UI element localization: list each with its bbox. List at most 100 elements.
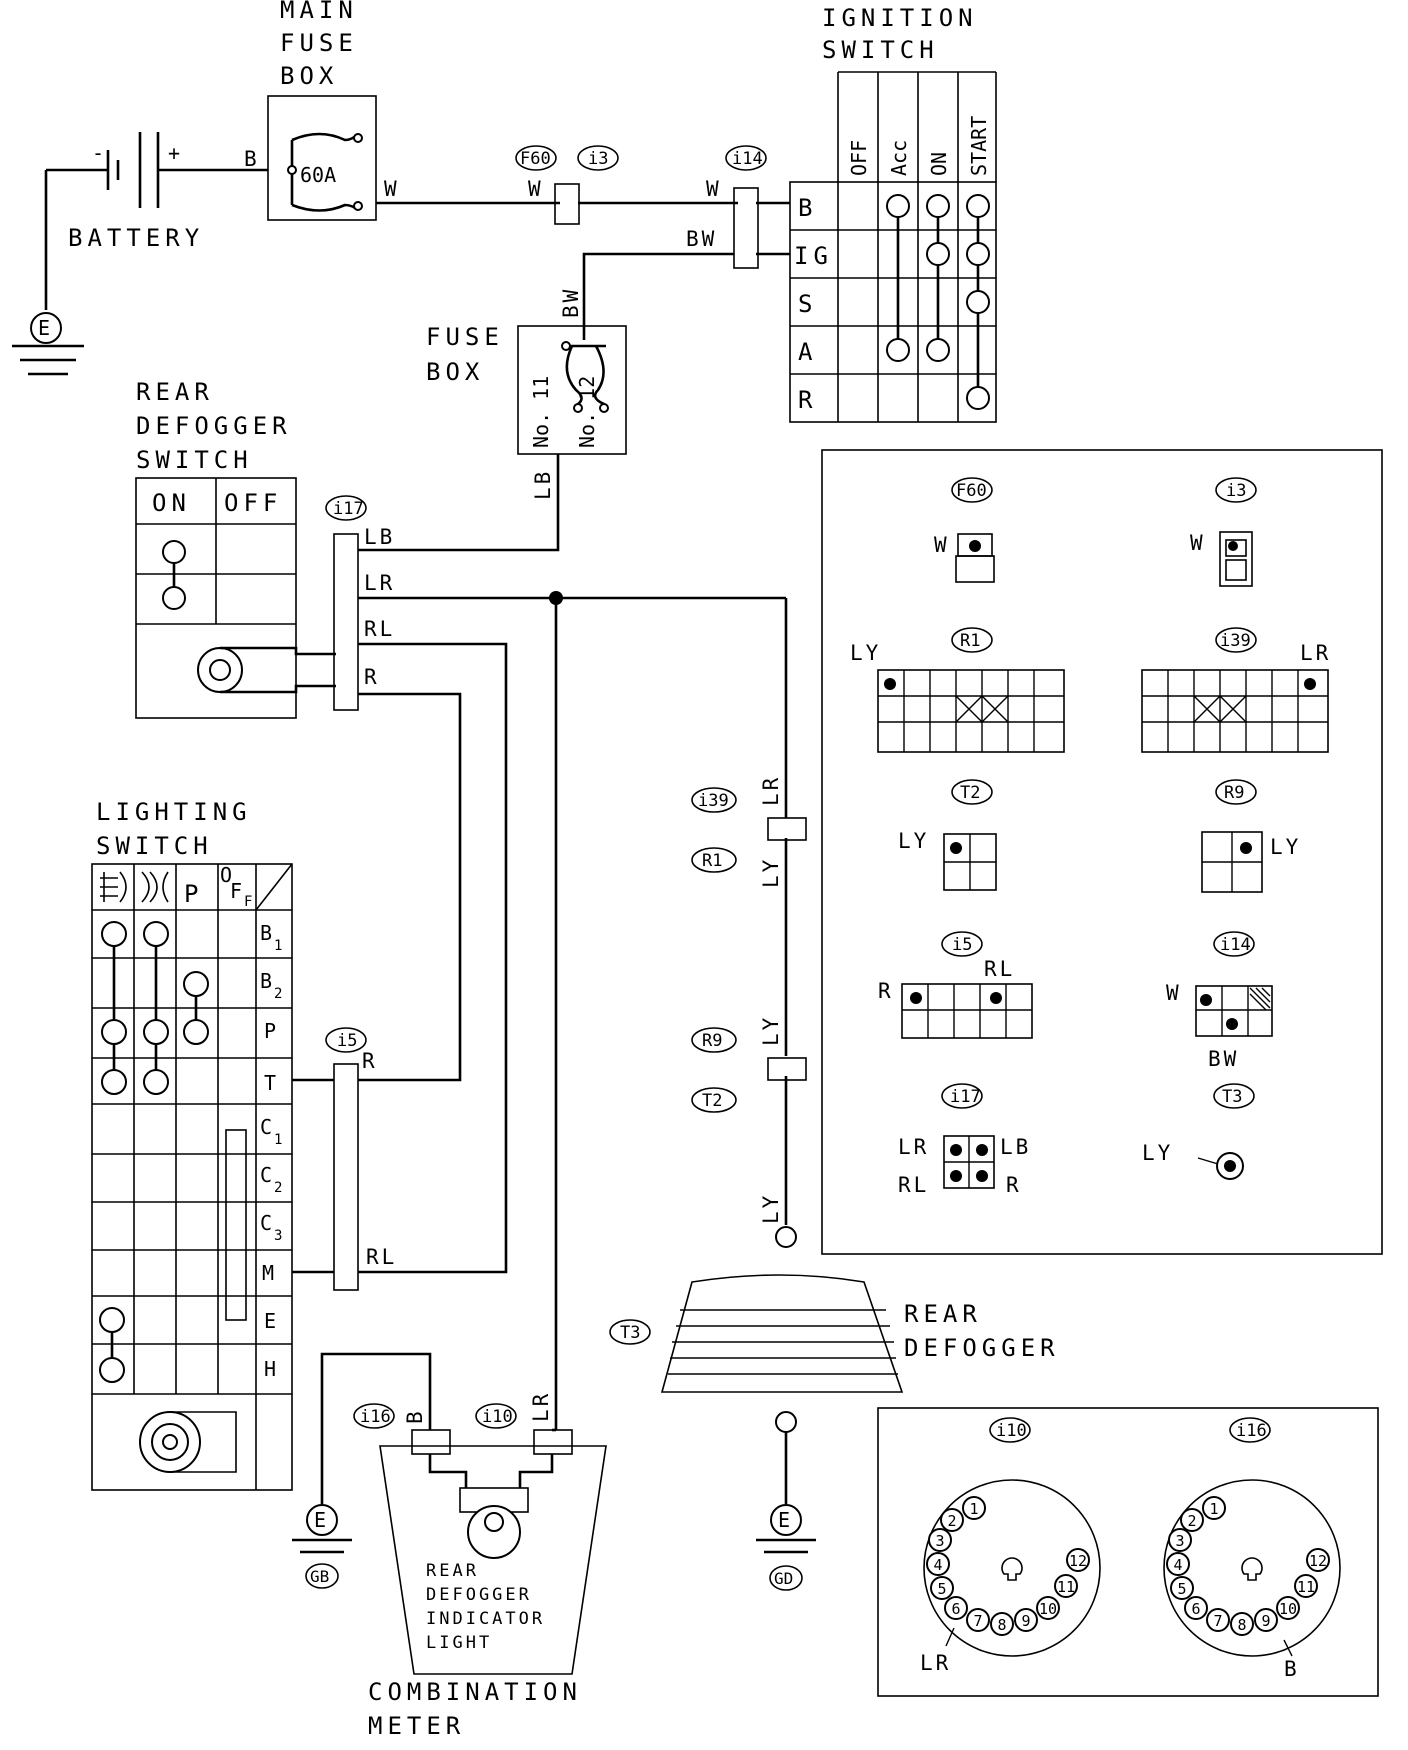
- svg-text:i5: i5: [337, 1031, 357, 1051]
- svg-text:F60: F60: [520, 149, 551, 169]
- svg-text:LY: LY: [759, 1015, 783, 1046]
- wire-lb: LB: [358, 454, 560, 552]
- i10-pin-12: [1066, 1548, 1090, 1572]
- svg-text:RL: RL: [898, 1173, 929, 1197]
- svg-text:ON: ON: [152, 489, 191, 517]
- main-fuse-rating: 60A: [300, 163, 336, 187]
- tag-r1: R1: [691, 847, 737, 873]
- battery: - + BATTERY: [44, 132, 268, 310]
- svg-text:O: O: [220, 863, 232, 887]
- svg-text:LR: LR: [898, 1135, 929, 1159]
- i10-pin-1: [962, 1496, 986, 1520]
- svg-text:T3: T3: [620, 1323, 640, 1343]
- i16-pin-label-2: 2: [1187, 1512, 1196, 1530]
- i16-pin-6: [1184, 1596, 1208, 1620]
- svg-text:i17: i17: [950, 1087, 981, 1107]
- svg-text:LR: LR: [364, 571, 395, 595]
- svg-text:H: H: [264, 1357, 276, 1381]
- svg-text:LY: LY: [1270, 835, 1301, 859]
- i16-pin-10: [1276, 1596, 1300, 1620]
- i16-pin-label-1: 1: [1209, 1500, 1218, 1518]
- svg-text:S: S: [798, 290, 817, 318]
- battery-plus: +: [168, 141, 180, 165]
- svg-text:LY: LY: [898, 829, 929, 853]
- i10-pin-11: [1054, 1574, 1078, 1598]
- svg-text:F: F: [230, 879, 242, 903]
- svg-text:i16: i16: [1236, 1421, 1267, 1441]
- i16-pin-label-5: 5: [1177, 1580, 1186, 1598]
- i16-pin-8: [1230, 1612, 1254, 1636]
- svg-text:GD: GD: [774, 1569, 793, 1588]
- connector-views-panel: F60 W i3 W R1: [821, 449, 1383, 1255]
- i16-pin-9: [1254, 1608, 1278, 1632]
- svg-text:No. 12: No. 12: [575, 376, 599, 448]
- svg-text:B: B: [244, 147, 260, 171]
- svg-text:LIGHTING: LIGHTING: [96, 798, 252, 826]
- wire-w: W W W: [376, 177, 790, 269]
- svg-text:BOX: BOX: [280, 62, 338, 90]
- rear-defogger-switch: REAR DEFOGGER SWITCH ON OFF: [135, 378, 336, 719]
- i10-pin-8: [990, 1612, 1014, 1636]
- svg-text:W: W: [528, 177, 544, 201]
- i10-pin-label-10: 10: [1039, 1600, 1057, 1618]
- svg-text:LIGHT: LIGHT: [426, 1633, 492, 1653]
- svg-text:R: R: [878, 979, 894, 1003]
- i16-pin-label-8: 8: [1237, 1616, 1246, 1634]
- connector-i5: i5 R RL: [292, 1027, 397, 1291]
- svg-text:LB: LB: [531, 469, 555, 500]
- svg-text:LY: LY: [759, 1193, 783, 1224]
- i10-pin-label-5: 5: [937, 1580, 946, 1598]
- svg-text:T2: T2: [960, 783, 980, 803]
- svg-text:W: W: [1190, 531, 1206, 555]
- combination-meter: REAR DEFOGGER INDICATOR LIGHT COMBINATIO…: [368, 1428, 607, 1740]
- wire-b-ground: B E GB: [292, 1352, 432, 1589]
- svg-text:BW: BW: [1208, 1047, 1239, 1071]
- svg-text:E: E: [314, 1508, 326, 1532]
- svg-text:RL: RL: [366, 1245, 397, 1269]
- i10-pin-label-9: 9: [1021, 1612, 1030, 1630]
- i10-pin-label-4: 4: [933, 1556, 942, 1574]
- tag-i3: i3: [577, 145, 619, 171]
- svg-text:REAR: REAR: [136, 378, 214, 406]
- view-i14: i14 W BW: [1166, 931, 1273, 1071]
- svg-text:FUSE: FUSE: [280, 29, 358, 57]
- i16-pin-2: [1180, 1508, 1204, 1532]
- svg-text:i10: i10: [482, 1407, 513, 1427]
- i10-pin-label-7: 7: [973, 1612, 982, 1630]
- svg-text:SWITCH: SWITCH: [136, 446, 253, 474]
- svg-text:RL: RL: [984, 957, 1015, 981]
- i10-pin-4: [926, 1552, 950, 1576]
- svg-text:C: C: [260, 1115, 272, 1139]
- view-r9: R9 LY: [1201, 779, 1301, 893]
- i16-pin-label-3: 3: [1175, 1532, 1184, 1550]
- svg-text:DEFOGGER: DEFOGGER: [136, 412, 292, 440]
- svg-text:P: P: [184, 880, 203, 908]
- i10-pin-10: [1036, 1596, 1060, 1620]
- i10-pin-label-8: 8: [997, 1616, 1006, 1634]
- svg-text:IGNITION: IGNITION: [822, 4, 978, 32]
- wire-r: [358, 692, 462, 1082]
- svg-text:i3: i3: [588, 149, 608, 169]
- i10-pin-2: [940, 1508, 964, 1532]
- svg-text:B: B: [260, 921, 272, 945]
- svg-text:F60: F60: [956, 481, 987, 501]
- svg-text:T: T: [264, 1071, 276, 1095]
- svg-text:W: W: [934, 533, 950, 557]
- i10-pin-6: [944, 1596, 968, 1620]
- view-i39: i39 LR: [1141, 627, 1329, 753]
- i16-pin-4: [1166, 1552, 1190, 1576]
- svg-text:LB: LB: [364, 525, 395, 549]
- battery-minus: -: [92, 141, 104, 165]
- i10-pin-label-12: 12: [1069, 1552, 1087, 1570]
- svg-text:OFF: OFF: [224, 489, 282, 517]
- svg-text:SWITCH: SWITCH: [96, 832, 213, 860]
- svg-text:INDICATOR: INDICATOR: [426, 1609, 545, 1629]
- svg-text:LR: LR: [759, 775, 783, 806]
- svg-text:i39: i39: [1220, 631, 1251, 651]
- main-fuse-box: MAIN FUSE BOX 60A B: [244, 0, 377, 221]
- svg-text:T3: T3: [1222, 1087, 1242, 1107]
- svg-text:i39: i39: [698, 791, 729, 811]
- svg-text:W: W: [706, 177, 722, 201]
- view-i17: i17 LR LB RL R: [898, 1083, 1028, 1197]
